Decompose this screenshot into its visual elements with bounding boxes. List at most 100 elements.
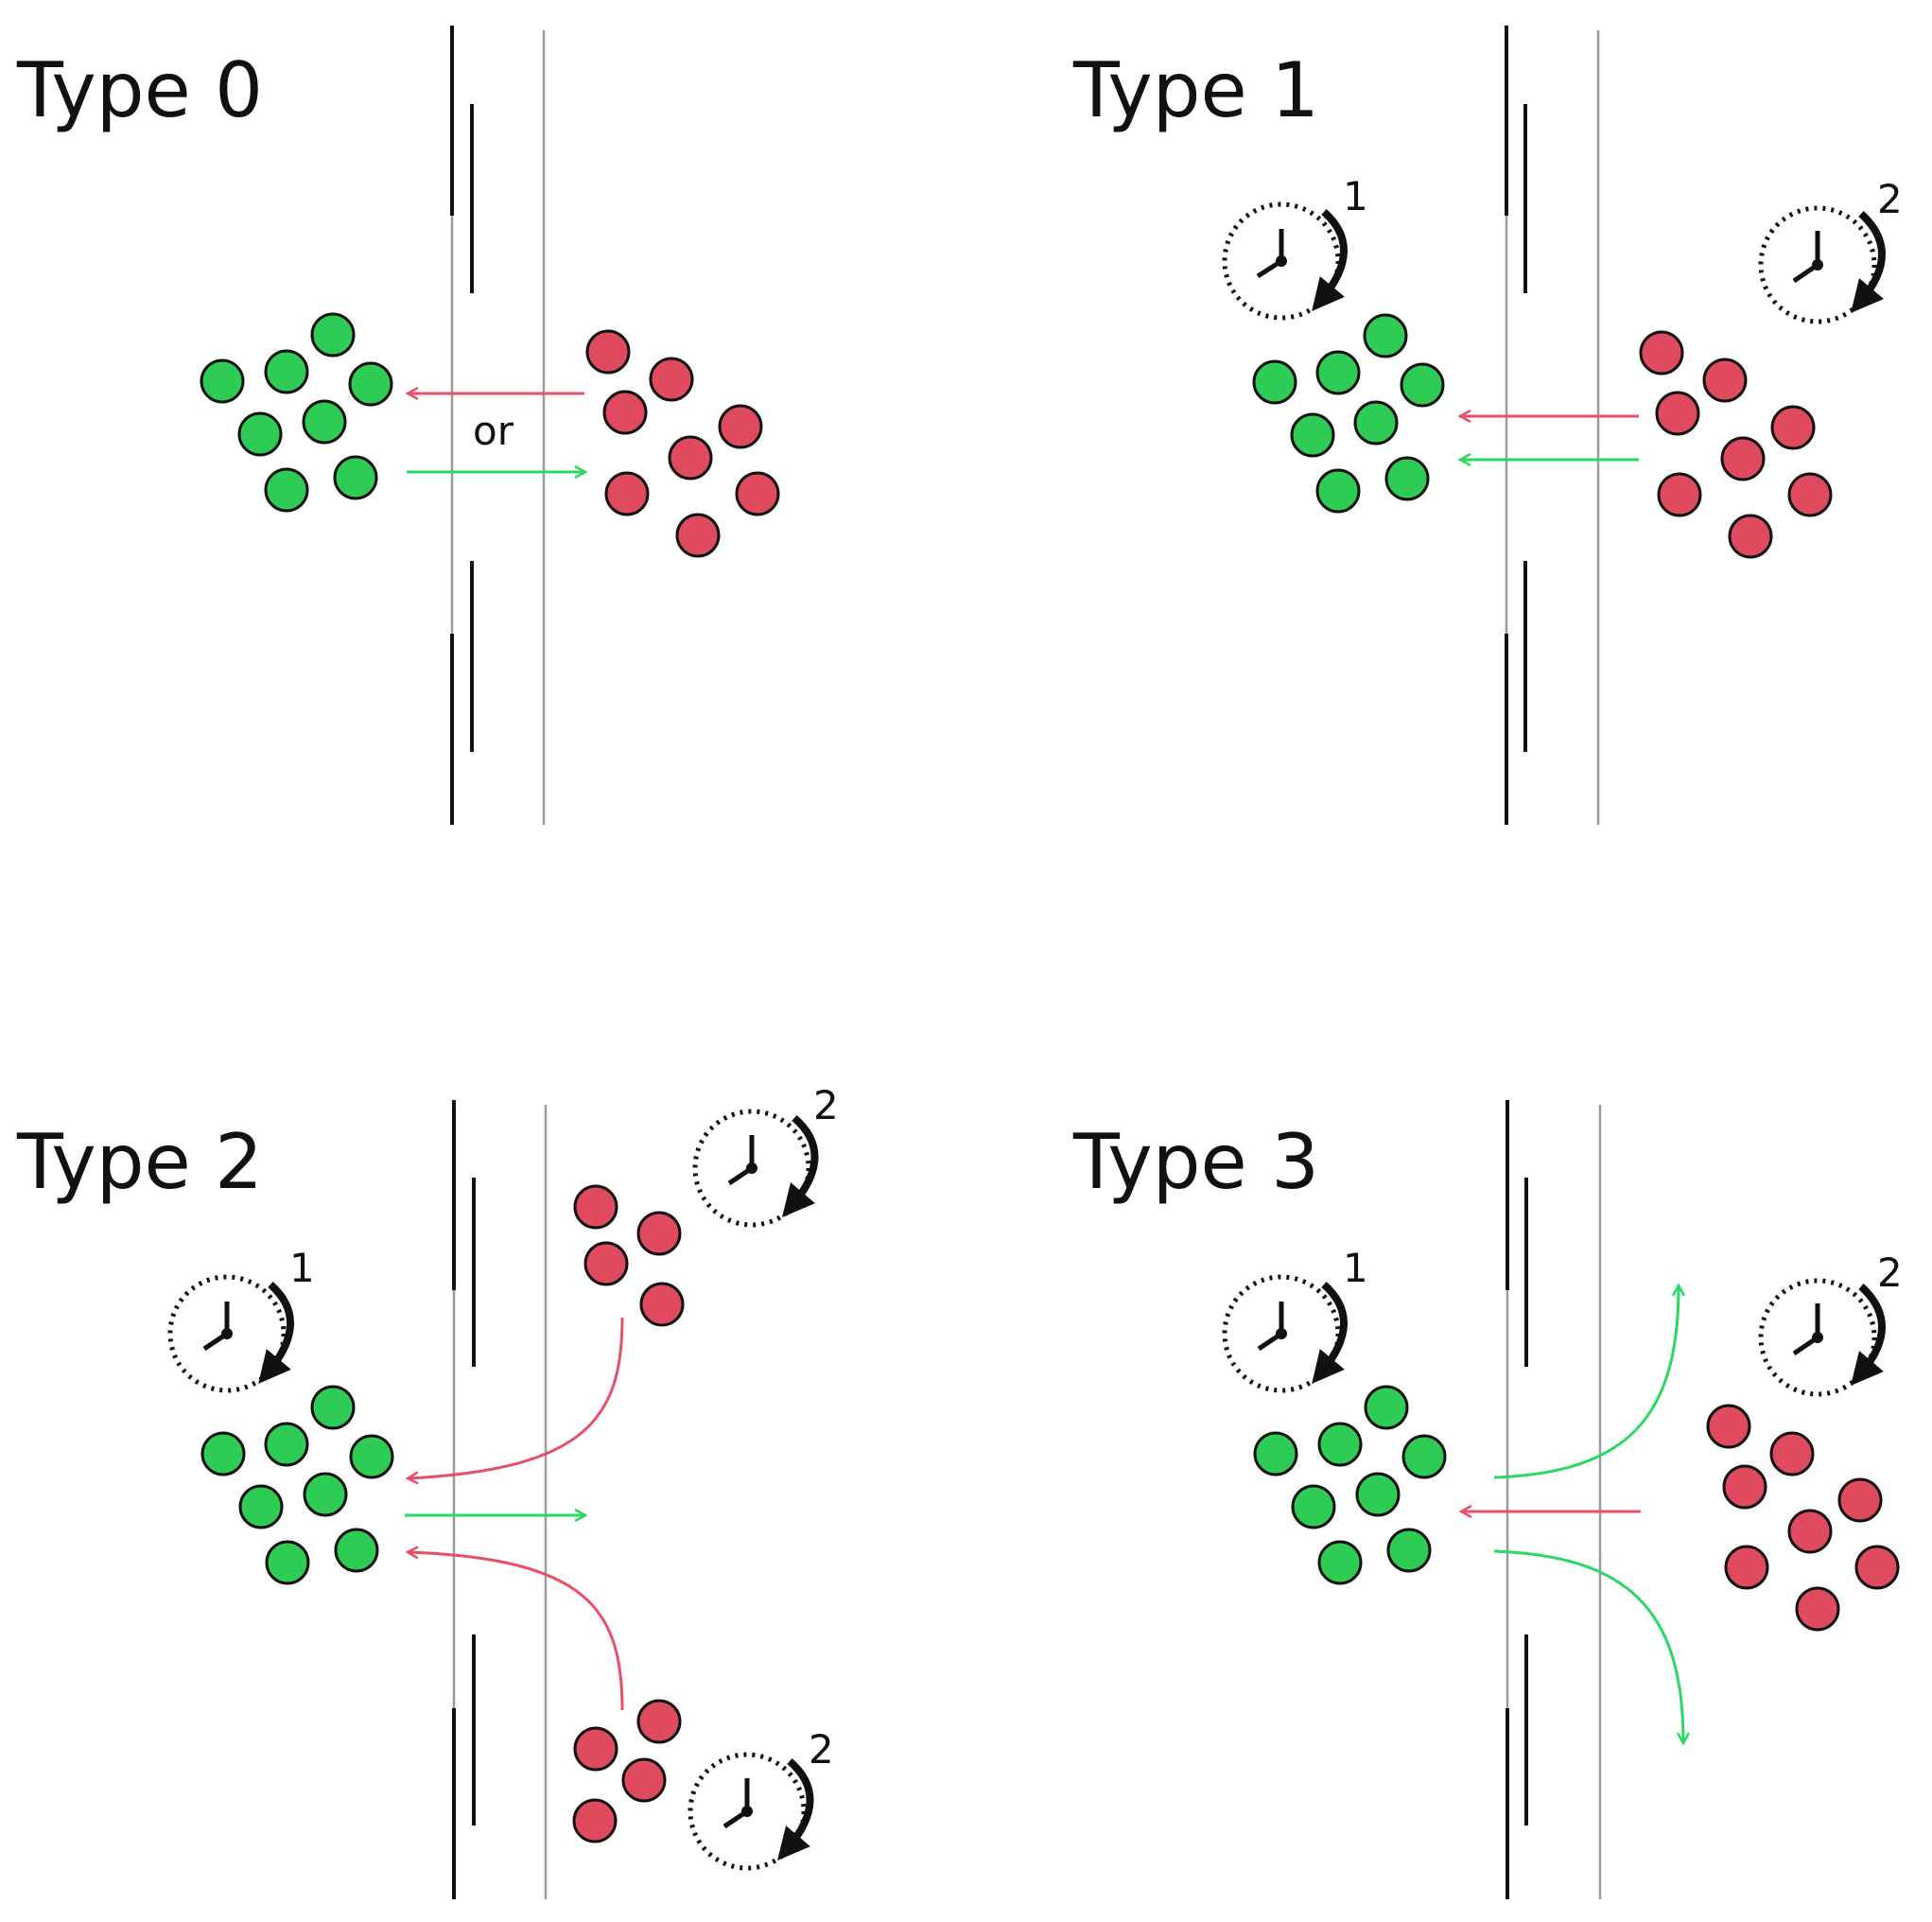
red-particle xyxy=(1787,472,1833,517)
panel-title: Type 0 xyxy=(16,46,263,134)
rotation-arrow-icon xyxy=(776,1757,814,1861)
green-cluster xyxy=(200,312,393,513)
red-particle xyxy=(583,1241,629,1286)
green-particle xyxy=(237,411,283,457)
clock-2-bottom: 2 xyxy=(688,1726,834,1871)
clock-icon xyxy=(1758,205,1877,324)
red-curved-arrow xyxy=(409,1552,624,1711)
green-particle xyxy=(264,349,309,394)
green-particle xyxy=(1364,1385,1409,1430)
rotation-arrow-icon xyxy=(781,1114,819,1217)
clock-label: 2 xyxy=(813,1082,839,1128)
green-particle xyxy=(200,1431,246,1476)
clock-icon xyxy=(167,1274,287,1393)
red-particle xyxy=(1722,1464,1767,1510)
green-particle xyxy=(334,1528,379,1573)
red-particle xyxy=(1706,1404,1751,1449)
red-particle xyxy=(573,1184,618,1230)
red-cluster xyxy=(585,329,780,558)
green-particle xyxy=(303,1472,348,1517)
green-particle xyxy=(1252,359,1297,405)
red-cluster xyxy=(1639,330,1833,559)
membrane-walls xyxy=(452,1100,548,1899)
red-particle xyxy=(585,329,631,375)
rotation-arrow-icon xyxy=(1851,1284,1886,1386)
red-particle xyxy=(718,404,763,449)
red-particle xyxy=(636,1699,682,1744)
red-particle xyxy=(1728,514,1773,559)
red-particle xyxy=(1787,1509,1833,1554)
green-particle xyxy=(264,1422,309,1467)
clock-label: 1 xyxy=(289,1245,315,1291)
green-particle xyxy=(1355,1472,1401,1517)
red-particle xyxy=(735,471,780,516)
green-particle xyxy=(1353,400,1399,446)
green-cluster xyxy=(1253,1385,1447,1585)
green-particle xyxy=(310,312,356,358)
panel-title: Type 3 xyxy=(1072,1118,1319,1206)
green-particle xyxy=(1290,412,1335,458)
red-particle xyxy=(649,357,694,402)
membrane-walls xyxy=(1506,1100,1602,1899)
membrane-walls xyxy=(450,26,546,825)
red-particle xyxy=(1655,391,1700,436)
red-particle xyxy=(1720,436,1766,481)
green-particle xyxy=(348,361,393,407)
green-particle xyxy=(310,1385,356,1430)
red-particle xyxy=(1657,472,1702,517)
red-particle xyxy=(1769,1431,1815,1476)
red-particle xyxy=(602,390,648,435)
clock-1: 1 xyxy=(1222,1245,1368,1393)
green-particle xyxy=(1317,1540,1363,1585)
green-particle xyxy=(1400,362,1445,408)
red-particle xyxy=(621,1757,667,1803)
clock-label: 2 xyxy=(1877,176,1903,222)
clock-icon xyxy=(1222,201,1341,321)
red-particle xyxy=(1724,1545,1769,1590)
green-particle xyxy=(238,1484,284,1529)
clock-label: 1 xyxy=(1343,1245,1368,1291)
clock-1: 1 xyxy=(167,1245,315,1393)
red-particle xyxy=(604,471,650,516)
red-particle xyxy=(573,1726,618,1772)
red-cluster-top xyxy=(573,1184,685,1327)
green-particle xyxy=(349,1434,394,1479)
red-particle xyxy=(1770,405,1816,450)
red-cluster xyxy=(1706,1404,1900,1632)
red-particle xyxy=(668,435,713,480)
green-particle xyxy=(1386,1528,1432,1573)
green-particle xyxy=(1384,456,1430,501)
green-particle xyxy=(265,1540,310,1585)
red-curved-arrow xyxy=(409,1317,624,1478)
clock-icon xyxy=(1758,1278,1877,1397)
rotation-arrow-icon xyxy=(1312,1282,1348,1385)
green-particle xyxy=(302,399,347,445)
clock-icon xyxy=(688,1752,807,1871)
clock-2-top: 2 xyxy=(692,1082,839,1228)
red-particle xyxy=(1837,1477,1883,1523)
green-particle xyxy=(200,358,245,404)
panel-title: Type 1 xyxy=(1072,46,1319,134)
panel-type-0: Type 0 xyxy=(16,26,780,825)
clock-icon xyxy=(692,1109,811,1228)
red-particle xyxy=(1702,358,1748,403)
red-particle xyxy=(675,513,721,558)
clock-1: 1 xyxy=(1222,173,1368,321)
green-particle xyxy=(1401,1434,1447,1479)
green-curved-arrow xyxy=(1493,1549,1683,1742)
or-label: or xyxy=(473,408,514,454)
green-particle xyxy=(333,455,378,500)
rotation-arrow-icon xyxy=(258,1282,294,1385)
red-particle xyxy=(1639,330,1684,376)
clock-label: 1 xyxy=(1343,173,1368,219)
green-cluster xyxy=(1252,313,1445,514)
panel-title: Type 2 xyxy=(16,1118,263,1206)
green-particle xyxy=(1317,1422,1363,1467)
red-particle xyxy=(1795,1586,1840,1632)
red-particle xyxy=(639,1282,685,1327)
green-particle xyxy=(1315,350,1361,395)
green-particle xyxy=(1363,313,1408,358)
green-particle xyxy=(1291,1484,1336,1529)
